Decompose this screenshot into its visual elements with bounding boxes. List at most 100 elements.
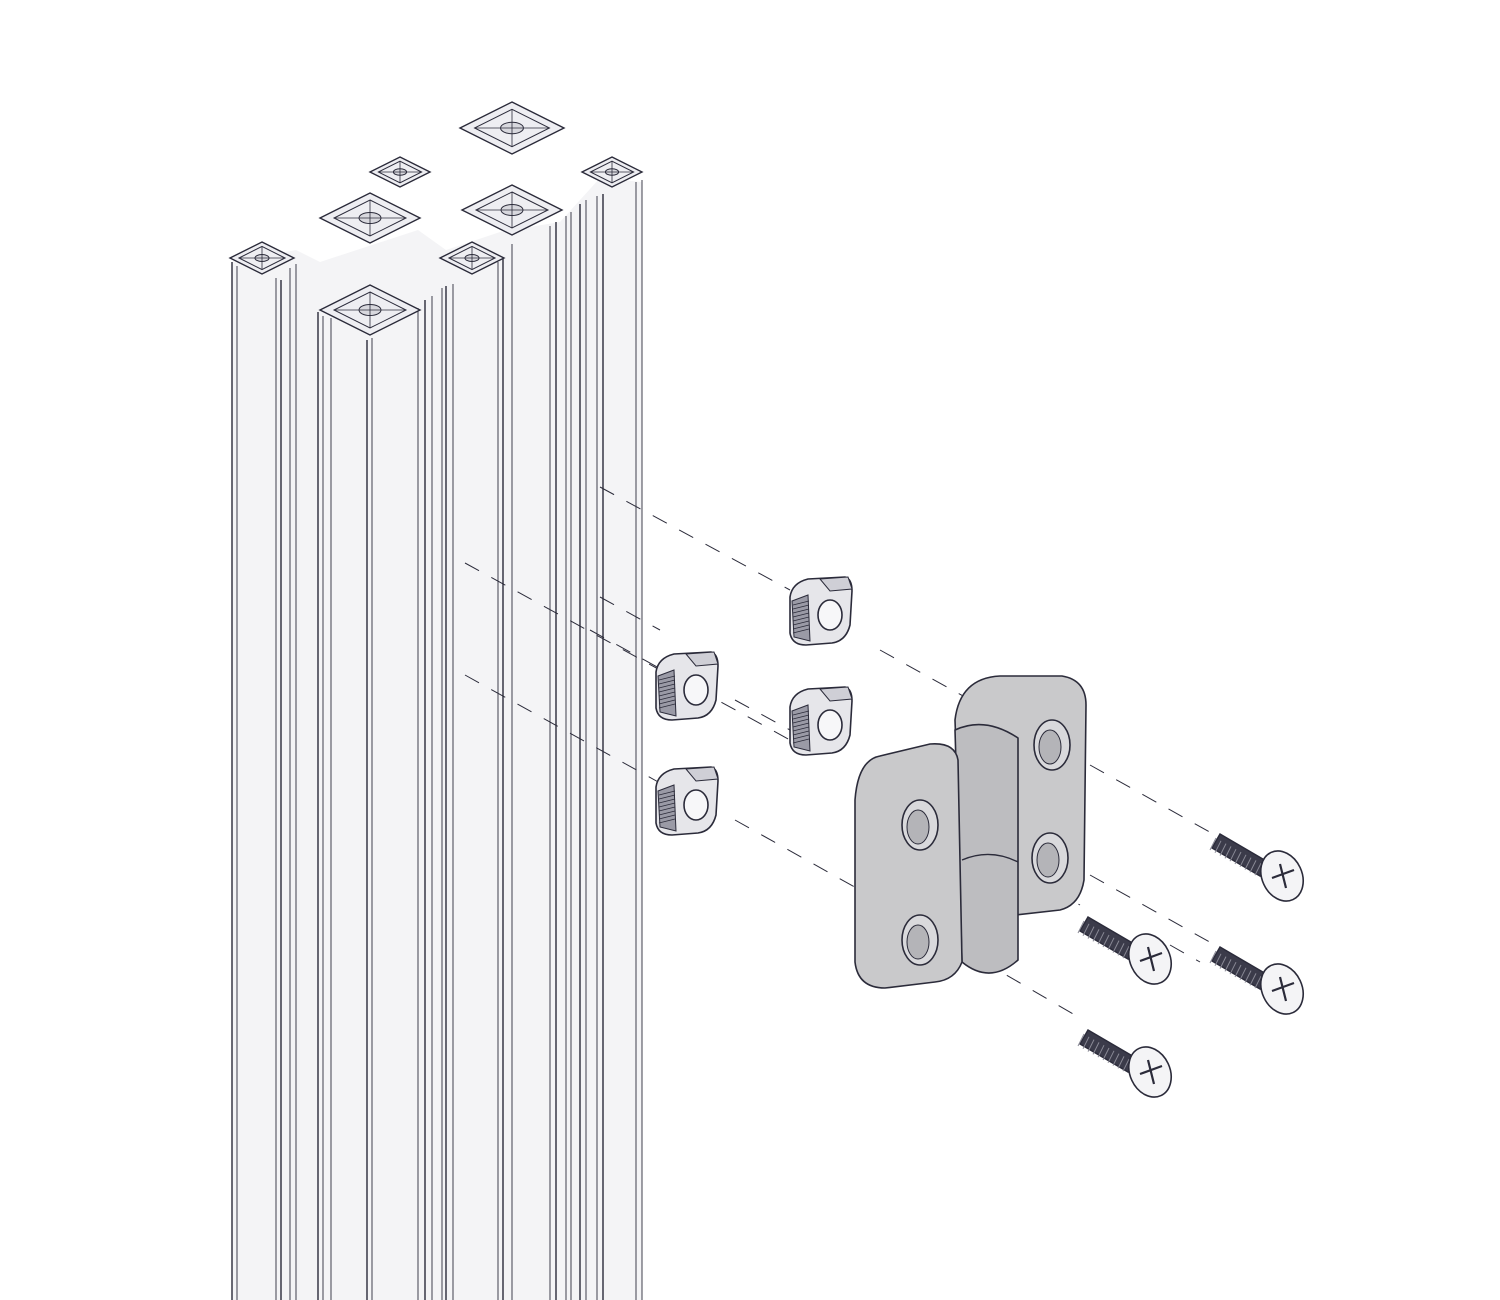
screw-thread-line [1092,929,1100,942]
screw-thread-line [1239,967,1247,981]
guide-dashed-line [734,699,791,731]
t-nut-knurl [792,600,810,606]
t-nut-knurl [792,738,810,744]
screw-thread-line [1244,857,1252,870]
screw-thread-line [1117,1056,1125,1069]
t-nut-knurl [658,703,676,709]
t-nut-knurl [658,675,676,681]
profile-center-module [318,192,422,244]
t-nut-knurl [658,814,676,820]
profile-center-module [460,184,564,236]
screw-thread-line [1077,1033,1085,1047]
t-nuts [655,576,853,836]
screw-thread-line [1244,970,1252,983]
screw-thread-line [1112,940,1120,953]
t-nut-knurl [792,718,810,724]
guide-dashed-line [1089,874,1216,946]
t-nut [789,686,853,756]
t-nut-thread-hole [683,789,709,821]
t-nut-knurl [658,679,676,685]
screw-thread-line [1077,920,1085,934]
screw-thread-line [1214,953,1222,967]
countersunk-screw [1077,1029,1172,1098]
t-nut-knurl [658,699,676,705]
screw-thread-line [1097,1044,1105,1058]
t-nut-knurl [792,608,810,614]
t-nut-knurl [658,798,676,804]
screw-thread-line [1209,837,1217,851]
t-nut-knurled-side [657,784,677,832]
screw-thread-line [1122,1058,1130,1072]
t-nut-knurl [658,691,676,697]
profile-corner-module [228,241,296,275]
screw-thread-line [1087,1039,1095,1052]
screw-thread-line [1239,854,1247,868]
countersunk-screw [1209,946,1304,1015]
hinge-hole-bore [1036,842,1060,878]
screw-thread-line [1254,862,1262,876]
screw-thread-line [1234,851,1242,865]
screw-thread-line [1102,934,1110,948]
screw-thread-line [1097,931,1105,945]
screw-thread-line [1092,1042,1100,1055]
t-nut-knurl [658,790,676,796]
hinge-hole-bore [1038,729,1062,765]
guide-dashed-line [734,819,861,891]
screw-thread-line [1234,964,1242,978]
t-nut-knurl [792,710,810,716]
t-nut-thread-hole [817,709,843,741]
t-nut-knurl [792,616,810,622]
t-nut-knurl [792,624,810,630]
t-nut [655,651,719,721]
screw-thread-line [1107,1050,1115,1064]
t-nut-knurl [658,794,676,800]
profile-front-module [318,284,422,336]
screw-thread-line [1102,1047,1110,1061]
t-nut-knurl [658,810,676,816]
screw-thread-line [1249,973,1257,986]
screw-thread-line [1214,840,1222,854]
screw-thread-line [1229,848,1237,862]
screw-thread-line [1224,959,1232,972]
guide-dashed-line [599,596,661,631]
hinge-hole-bore [906,809,930,845]
t-nut-knurl [658,683,676,689]
screw-thread-line [1117,943,1125,956]
t-nut-top [818,686,853,702]
screw-thread-line [1219,843,1227,856]
t-nut-knurl [792,604,810,610]
t-nut-knurl [658,695,676,701]
t-nut-thread-hole [683,674,709,706]
t-nut-knurl [792,612,810,618]
guide-dashed-line [589,629,791,741]
t-nut-knurl [792,620,810,626]
profile-body [232,178,642,1300]
guide-dashed-line [599,486,791,591]
t-nut-knurl [792,734,810,740]
profile-corner-module [580,156,644,188]
screw-thread-line [1219,956,1227,969]
hinge-knuckle [954,723,1019,974]
guide-dashed-line [464,562,661,671]
screw-thread-line [1224,846,1232,859]
t-nut-knurl [792,628,810,634]
screw-thread-line [1087,926,1095,939]
t-nut-thread-hole [817,599,843,631]
screw-thread-line [1122,945,1130,959]
hinge [854,675,1087,989]
phillips-drive-icon [1139,1059,1163,1085]
screw-thread-line [1229,961,1237,975]
screw-thread-line [1249,860,1257,873]
screw-thread-line [1107,937,1115,951]
phillips-drive-icon [1271,863,1295,889]
profile-corner-module [438,241,506,275]
t-nut-top [818,576,853,592]
screw-thread-line [1082,1036,1090,1050]
screw-thread-line [1254,975,1262,989]
t-nut-top [684,766,719,782]
guide-dashed-line [1089,764,1216,836]
screw-thread-line [1209,950,1217,964]
t-nut-knurl [792,726,810,732]
t-nut-knurled-side [791,704,811,752]
